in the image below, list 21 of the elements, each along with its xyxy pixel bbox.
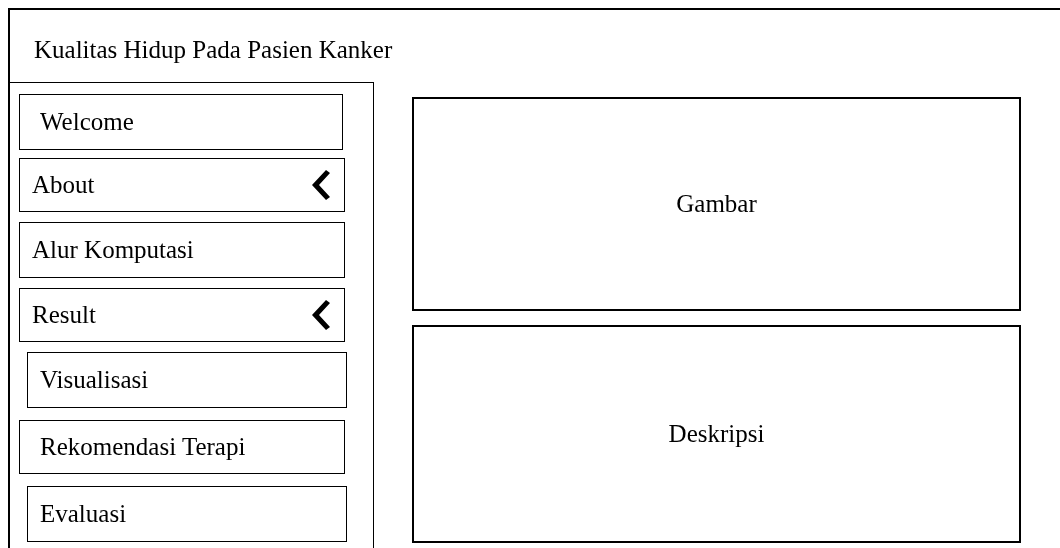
menu-label: Alur Komputasi (32, 236, 194, 264)
menu-item (19, 158, 345, 212)
sidebar-panel (10, 82, 374, 548)
panel-label: Gambar (676, 190, 757, 218)
app-window (8, 8, 1060, 548)
content-panel (412, 97, 1021, 311)
menu-item (19, 94, 343, 150)
menu-label: About (32, 171, 95, 199)
description-panel (412, 325, 1021, 543)
page-title: Kualitas Hidup Pada Pasien Kanker (34, 36, 393, 64)
menu-item (19, 222, 345, 278)
menu-label: Visualisasi (40, 366, 149, 394)
menu-item (27, 352, 347, 408)
menu-label: Rekomendasi Terapi (40, 433, 246, 461)
menu-item (19, 420, 345, 474)
panel-label: Deskripsi (668, 420, 765, 448)
menu-item (27, 486, 347, 542)
menu-item (19, 288, 345, 342)
menu-label: Result (32, 301, 96, 329)
menu-label: Welcome (40, 108, 134, 136)
menu-label: Evaluasi (40, 500, 127, 528)
